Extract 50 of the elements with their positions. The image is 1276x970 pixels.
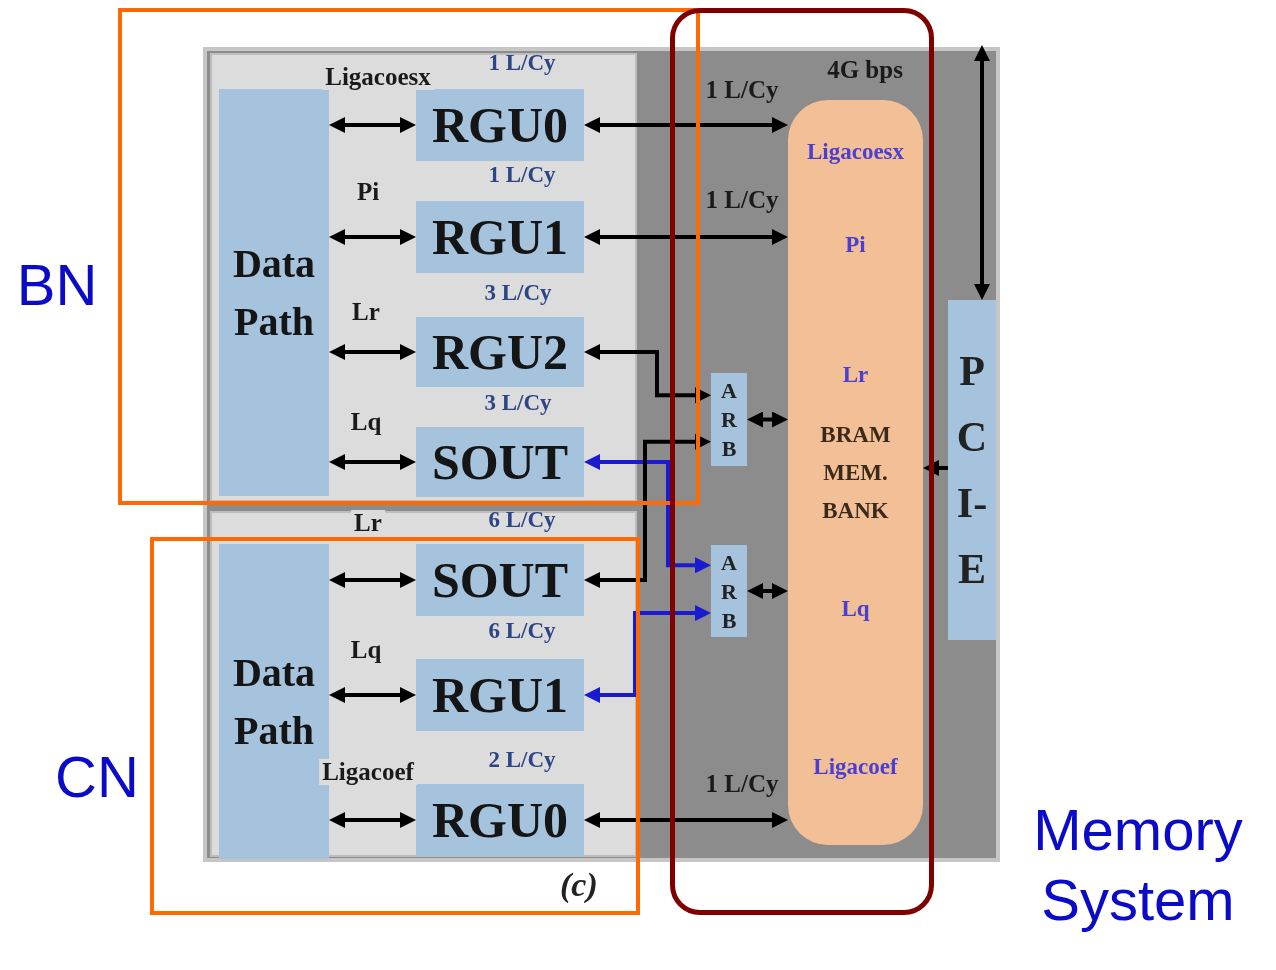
double-arrow [584,344,711,404]
signal-label: Pi [844,231,867,259]
rate-label: 2 L/Cy [487,747,557,774]
register-unit-box: RGU1 [416,201,584,273]
double-arrow [329,117,416,133]
signal-label: Ligacoef [812,753,899,781]
interface-box: P C I- E [948,300,996,640]
group-label: Memory System [1032,796,1244,934]
edge-label: Ligacoef [319,759,417,785]
signal-label: BRAM MEM. BANK [819,421,892,525]
double-arrow [329,687,416,703]
arbiter-box: A R B [711,545,747,637]
datapath-box: Data Path [219,89,329,496]
signal-label: Lq [840,595,871,623]
double-arrow [329,344,416,360]
group-label: CN [54,743,140,811]
rate-label: 1 L/Cy [487,162,557,189]
double-arrow [584,605,711,703]
double-arrow [329,812,416,828]
double-arrow [584,117,788,133]
double-arrow [747,411,788,428]
figure-label: (c) [560,866,598,904]
register-unit-box: SOUT [416,544,584,616]
rate-label: 6 L/Cy [487,507,557,534]
register-unit-box: RGU0 [416,89,584,161]
register-unit-box: RGU2 [416,317,584,387]
edge-label: 4G bps [824,57,906,83]
register-unit-box: RGU0 [416,784,584,856]
rate-label: 1 L/Cy [487,50,557,77]
double-arrow [584,433,711,588]
group-label: BN [15,251,99,319]
rate-label: 6 L/Cy [487,618,557,645]
double-arrow [747,583,788,599]
double-arrow [584,812,788,828]
signal-label: Ligacoesx [805,138,906,166]
signal-label: Lr [841,361,870,389]
register-unit-box: RGU1 [416,659,584,731]
arrow [923,459,948,476]
register-unit-box: SOUT [416,427,584,497]
double-arrow [329,572,416,588]
double-arrow [974,45,990,300]
rate-label: 3 L/Cy [483,280,553,307]
memory-bank-box [788,100,923,845]
rate-label: 3 L/Cy [483,390,553,417]
edge-label: Ligacoesx [322,64,434,90]
double-arrow [584,229,788,245]
double-arrow [584,454,711,574]
double-arrow [329,229,416,245]
arbiter-box: A R B [711,373,747,466]
double-arrow [329,454,416,470]
